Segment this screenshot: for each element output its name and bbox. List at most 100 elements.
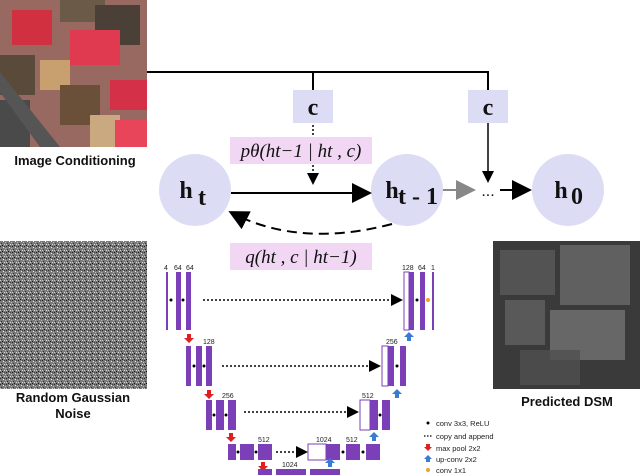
condition-box-2 bbox=[468, 90, 508, 123]
node-h0-main: h bbox=[554, 178, 567, 204]
unet-conv-dot bbox=[202, 364, 206, 368]
unet-ch-4: 4 bbox=[164, 265, 168, 272]
unet-bar bbox=[359, 399, 371, 431]
reverse-arrow bbox=[228, 211, 393, 235]
unet-conv-dot bbox=[192, 364, 196, 368]
unet-ch-64a: 64 bbox=[174, 265, 182, 272]
unet-ch-512m: 512 bbox=[346, 437, 358, 444]
unet-bar bbox=[176, 272, 181, 330]
blue-arrow-icon bbox=[424, 455, 432, 462]
unet-bar bbox=[388, 346, 394, 386]
unet-bar bbox=[186, 272, 191, 330]
unet-bar bbox=[216, 400, 224, 430]
legend-label-conv1: conv 1x1 bbox=[436, 466, 466, 475]
node-h0 bbox=[532, 154, 604, 226]
unet-pool-arrow bbox=[258, 462, 268, 471]
node-ht bbox=[159, 154, 231, 226]
unet-bar bbox=[276, 469, 306, 475]
unet-bar bbox=[420, 272, 425, 330]
unet-bar bbox=[326, 444, 340, 460]
unet-bar bbox=[400, 346, 406, 386]
orange-dot-icon bbox=[426, 468, 430, 472]
unet-bar bbox=[307, 443, 327, 461]
unet-conv1-dot bbox=[426, 298, 430, 302]
legend-label-upconv: up-conv 2x2 bbox=[436, 455, 477, 464]
unet-conv-dot bbox=[378, 413, 382, 417]
node-ht1 bbox=[371, 154, 443, 226]
conditioning-image bbox=[0, 0, 147, 147]
unet-ch-512r: 512 bbox=[362, 393, 374, 400]
legend-label-copy: copy and append bbox=[436, 432, 494, 441]
unet-ch-256r: 256 bbox=[386, 339, 398, 346]
output-label: Predicted DSM bbox=[521, 394, 613, 409]
forward-equation: pθ(ht−1 | ht , c) bbox=[239, 141, 362, 162]
noise-image bbox=[0, 241, 147, 389]
unet-bar bbox=[346, 444, 360, 460]
unet-bar bbox=[366, 444, 380, 460]
unet-upconv-arrow bbox=[392, 389, 402, 398]
unet-ch-1r: 1 bbox=[431, 265, 435, 272]
unet-upconv-arrow bbox=[404, 332, 414, 341]
node-h0-sub: 0 bbox=[571, 184, 583, 210]
noise-label-line2: Noise bbox=[55, 406, 90, 421]
unet-bar bbox=[258, 469, 272, 475]
unet-pool-arrow bbox=[226, 433, 236, 442]
unet-conv-dot bbox=[181, 298, 185, 302]
node-ht-main: h bbox=[179, 178, 192, 204]
unet-conv-dot bbox=[169, 298, 173, 302]
unet-bar bbox=[381, 345, 389, 387]
unet-conv-dot bbox=[224, 413, 228, 417]
unet-ch-64r: 64 bbox=[418, 265, 426, 272]
unet-bar bbox=[310, 469, 340, 475]
unet-ch-1024a: 1024 bbox=[316, 437, 332, 444]
unet-bar bbox=[432, 272, 434, 330]
unet-conv-dot bbox=[254, 450, 258, 454]
unet-pool-arrow bbox=[204, 390, 214, 399]
unet-ch-256: 256 bbox=[222, 393, 234, 400]
forward-equation-box bbox=[230, 137, 372, 164]
unet-upconv-arrow bbox=[325, 458, 335, 467]
node-ht-sub: t bbox=[198, 185, 206, 211]
unet-architecture: 4 64 64 128 64 1 128 256 bbox=[164, 265, 435, 475]
unet-conv-dot bbox=[236, 450, 240, 454]
legend-label-pool: max pool 2x2 bbox=[436, 444, 481, 453]
unet-bar bbox=[196, 346, 202, 386]
condition-label-1: c bbox=[308, 95, 319, 121]
reverse-equation-box bbox=[230, 243, 372, 270]
unet-upconv-arrow bbox=[369, 432, 379, 441]
unet-bar bbox=[166, 272, 168, 330]
node-ht1-sub: t - 1 bbox=[398, 184, 438, 210]
unet-legend: conv 3x3, ReLU copy and append max pool … bbox=[424, 419, 494, 475]
unet-bar bbox=[228, 444, 236, 460]
noise-label-line1: Random Gaussian bbox=[16, 390, 130, 405]
reverse-equation: q(ht , c | ht−1) bbox=[245, 247, 356, 268]
unet-bar bbox=[403, 271, 410, 331]
unet-conv-dot bbox=[212, 413, 216, 417]
unet-conv-dot bbox=[395, 364, 399, 368]
unet-bar bbox=[409, 272, 414, 330]
unet-bar bbox=[382, 400, 390, 430]
unet-ch-1024b: 1024 bbox=[282, 462, 298, 469]
ellipsis: ... bbox=[481, 183, 494, 200]
predicted-dsm-image bbox=[493, 241, 640, 389]
unet-bar bbox=[228, 400, 236, 430]
conditioning-label: Image Conditioning bbox=[14, 153, 135, 168]
unet-ch-512: 512 bbox=[258, 437, 270, 444]
unet-bar bbox=[206, 400, 212, 430]
unet-bar bbox=[258, 444, 272, 460]
legend-label-conv3: conv 3x3, ReLU bbox=[436, 419, 489, 428]
condition-line bbox=[147, 71, 489, 90]
unet-pool-arrow bbox=[184, 334, 194, 343]
node-ht1-main: h bbox=[385, 178, 398, 204]
unet-conv-dot bbox=[341, 450, 345, 454]
dot-icon bbox=[426, 421, 430, 425]
condition-label-2: c bbox=[483, 95, 494, 121]
unet-ch-64b: 64 bbox=[186, 265, 194, 272]
unet-ch-128: 128 bbox=[203, 339, 215, 346]
unet-ch-128r: 128 bbox=[402, 265, 414, 272]
red-arrow-icon bbox=[424, 444, 432, 451]
unet-conv-dot bbox=[361, 450, 365, 454]
condition-box-1 bbox=[293, 90, 333, 123]
unet-bar bbox=[370, 400, 378, 430]
